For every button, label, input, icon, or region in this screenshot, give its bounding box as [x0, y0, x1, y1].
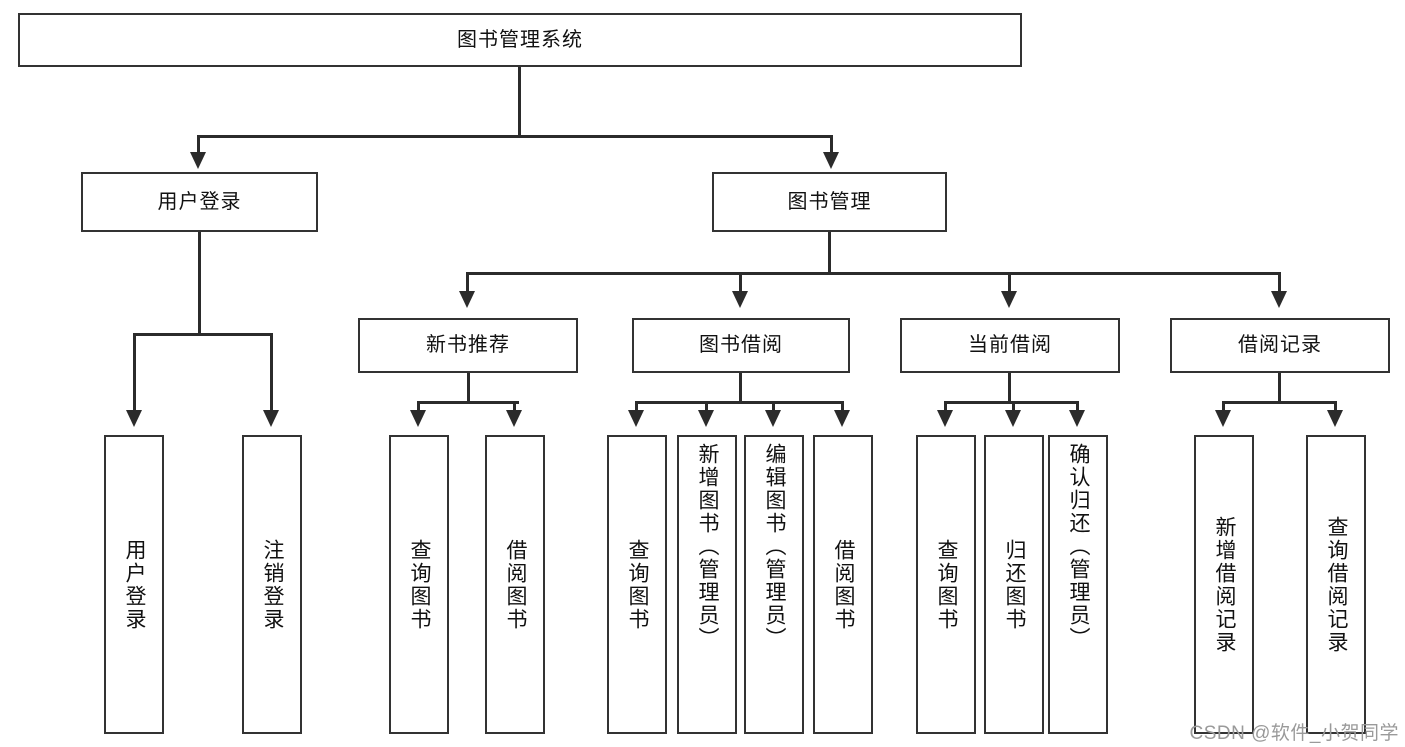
- connector-userlogin-drop-1: [133, 333, 136, 415]
- node-label: 图书管理系统: [457, 28, 583, 51]
- leaf-borrow-book-recommend[interactable]: 借阅图书: [485, 435, 545, 734]
- leaf-search-book-recommend[interactable]: 查询图书: [389, 435, 449, 734]
- leaf-search-book-borrow[interactable]: 查询图书: [607, 435, 667, 734]
- arrow-to-leaf-add-book: [698, 410, 714, 427]
- node-label: 归还图书: [1003, 538, 1027, 631]
- node-new-book-recommend[interactable]: 新书推荐: [358, 318, 578, 373]
- connector-root-stem: [518, 67, 521, 137]
- arrow-to-leaf-user-login: [126, 410, 142, 427]
- connector-bookmanage-stem: [828, 232, 831, 274]
- arrow-to-leaf-search-book-2: [628, 410, 644, 427]
- arrow-to-leaf-return-book: [1005, 410, 1021, 427]
- node-label: 当前借阅: [968, 334, 1052, 356]
- connector-newbook-bus: [417, 401, 519, 404]
- node-book-borrow[interactable]: 图书借阅: [632, 318, 850, 373]
- leaf-edit-book-admin[interactable]: 编辑图书（管理员）: [744, 435, 804, 734]
- connector-bookmanage-bus: [466, 272, 1281, 275]
- arrow-to-book-manage: [823, 152, 839, 169]
- node-label: 查询借阅记录: [1325, 515, 1349, 654]
- node-book-manage[interactable]: 图书管理: [712, 172, 947, 232]
- connector-newbook-drop-1: [417, 401, 420, 415]
- arrow-to-borrow-record: [1271, 291, 1287, 308]
- node-label: 查询图书: [626, 538, 650, 631]
- connector-bookborrow-drop-1: [635, 401, 638, 415]
- node-label: 图书管理: [787, 190, 872, 213]
- node-current-borrow[interactable]: 当前借阅: [900, 318, 1120, 373]
- arrow-to-book-borrow: [732, 291, 748, 308]
- node-label: 注销登录: [261, 538, 285, 631]
- arrow-to-leaf-borrow-book-2: [834, 410, 850, 427]
- leaf-add-borrow-record[interactable]: 新增借阅记录: [1194, 435, 1254, 734]
- arrow-to-leaf-confirm-return: [1069, 410, 1085, 427]
- node-user-login[interactable]: 用户登录: [81, 172, 318, 232]
- arrow-to-leaf-search-book-3: [937, 410, 953, 427]
- arrow-to-new-book-recommend: [459, 291, 475, 308]
- connector-currentborrow-drop-1: [944, 401, 947, 415]
- node-label: 编辑图书（管理员）: [763, 443, 787, 650]
- arrow-to-leaf-search-book-1: [410, 410, 426, 427]
- node-root-system[interactable]: 图书管理系统: [18, 13, 1022, 67]
- connector-borrowrecord-drop-1: [1222, 401, 1225, 415]
- leaf-confirm-return-admin[interactable]: 确认归还（管理员）: [1048, 435, 1108, 734]
- connector-userlogin-drop-2: [270, 333, 273, 415]
- arrow-to-leaf-add-record: [1215, 410, 1231, 427]
- connector-currentborrow-bus: [944, 401, 1078, 404]
- node-label: 查询图书: [935, 538, 959, 631]
- connector-root-bus: [197, 135, 833, 138]
- node-label: 查询图书: [408, 538, 432, 631]
- connector-bookborrow-bus: [635, 401, 843, 404]
- node-label: 新增图书（管理员）: [696, 443, 720, 650]
- connector-borrowrecord-drop-2: [1334, 401, 1337, 415]
- connector-bookborrow-stem: [739, 373, 742, 403]
- connector-bookborrow-drop-3: [772, 401, 775, 415]
- leaf-search-book-current[interactable]: 查询图书: [916, 435, 976, 734]
- connector-bookborrow-drop-4: [841, 401, 844, 415]
- node-label: 新书推荐: [426, 334, 510, 356]
- node-label: 借阅图书: [504, 538, 528, 631]
- connector-bookmanage-drop-3: [1008, 272, 1011, 296]
- connector-root-drop-right: [830, 135, 833, 157]
- leaf-user-login[interactable]: 用户登录: [104, 435, 164, 734]
- arrow-to-user-login: [190, 152, 206, 169]
- node-label: 用户登录: [123, 538, 147, 631]
- node-label: 借阅记录: [1238, 334, 1322, 356]
- connector-root-drop-left: [197, 135, 200, 157]
- connector-bookmanage-drop-4: [1278, 272, 1281, 296]
- node-label: 用户登录: [157, 190, 242, 213]
- connector-currentborrow-drop-2: [1012, 401, 1015, 415]
- connector-borrowrecord-bus: [1222, 401, 1337, 404]
- leaf-logout[interactable]: 注销登录: [242, 435, 302, 734]
- leaf-add-book-admin[interactable]: 新增图书（管理员）: [677, 435, 737, 734]
- node-label: 图书借阅: [699, 334, 783, 356]
- node-label: 借阅图书: [832, 538, 856, 631]
- arrow-to-leaf-borrow-book-1: [506, 410, 522, 427]
- leaf-search-borrow-record[interactable]: 查询借阅记录: [1306, 435, 1366, 734]
- connector-currentborrow-stem: [1008, 373, 1011, 403]
- watermark-text: CSDN @软件_小贺同学: [1189, 723, 1399, 744]
- leaf-borrow-book-borrow[interactable]: 借阅图书: [813, 435, 873, 734]
- connector-currentborrow-drop-3: [1076, 401, 1079, 415]
- arrow-to-leaf-logout: [263, 410, 279, 427]
- node-borrow-record[interactable]: 借阅记录: [1170, 318, 1390, 373]
- node-label: 确认归还（管理员）: [1067, 443, 1091, 650]
- arrow-to-leaf-search-record: [1327, 410, 1343, 427]
- connector-userlogin-stem: [198, 232, 201, 335]
- connector-newbook-drop-2: [513, 401, 516, 415]
- connector-newbook-stem: [467, 373, 470, 403]
- arrow-to-leaf-edit-book: [765, 410, 781, 427]
- connector-userlogin-bus: [133, 333, 273, 336]
- connector-bookmanage-drop-1: [466, 272, 469, 296]
- connector-bookborrow-drop-2: [705, 401, 708, 415]
- leaf-return-book[interactable]: 归还图书: [984, 435, 1044, 734]
- arrow-to-current-borrow: [1001, 291, 1017, 308]
- connector-bookmanage-drop-2: [739, 272, 742, 296]
- connector-borrowrecord-stem: [1278, 373, 1281, 403]
- node-label: 新增借阅记录: [1213, 515, 1237, 654]
